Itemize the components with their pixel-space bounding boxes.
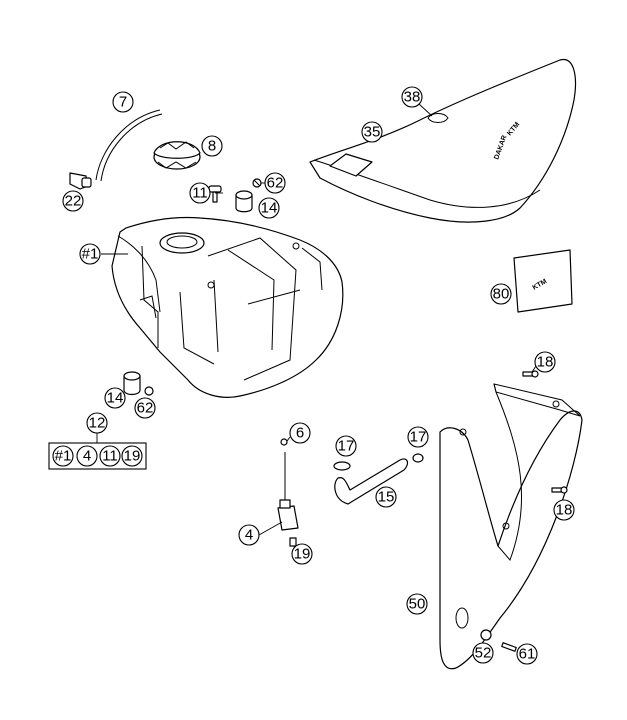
rubber-bushing-14-bottom bbox=[123, 371, 141, 396]
svg-text:18: 18 bbox=[537, 354, 554, 371]
svg-text:17: 17 bbox=[338, 438, 355, 455]
svg-text:12: 12 bbox=[89, 415, 106, 432]
svg-text:50: 50 bbox=[409, 596, 426, 613]
kit-12-item-1: #1 bbox=[52, 445, 74, 467]
svg-text:19: 19 bbox=[294, 546, 311, 563]
leader-lines bbox=[101, 103, 537, 554]
callout-1-tank: #1 bbox=[79, 243, 101, 265]
svg-text:7: 7 bbox=[119, 94, 127, 111]
callout-35: 35 bbox=[361, 121, 383, 143]
svg-text:14: 14 bbox=[107, 390, 124, 407]
callout-50: 50 bbox=[406, 593, 428, 615]
svg-text:#1: #1 bbox=[55, 448, 72, 465]
callout-61: 61 bbox=[516, 643, 538, 665]
screw-61 bbox=[501, 642, 517, 652]
svg-text:80: 80 bbox=[493, 286, 510, 303]
fuel-tap bbox=[277, 438, 299, 547]
screw-18-top bbox=[522, 370, 539, 378]
callout-52: 52 bbox=[472, 642, 494, 664]
svg-text:18: 18 bbox=[556, 502, 573, 519]
svg-text:6: 6 bbox=[296, 425, 304, 442]
callout-12: 12 bbox=[86, 412, 108, 434]
callout-62-bottom: 62 bbox=[134, 397, 156, 419]
svg-text:8: 8 bbox=[208, 138, 216, 155]
svg-text:22: 22 bbox=[65, 193, 82, 210]
fuel-tank bbox=[111, 216, 344, 398]
decal: KTM bbox=[513, 249, 573, 313]
seat: KTM DAKAR bbox=[309, 58, 577, 223]
kit-12-item-19: 19 bbox=[121, 445, 143, 467]
callout-19: 19 bbox=[291, 543, 313, 565]
callout-18-right: 18 bbox=[553, 499, 575, 521]
kit-12-item-4: 4 bbox=[76, 445, 98, 467]
svg-text:11: 11 bbox=[102, 448, 118, 465]
screw-11-top bbox=[208, 185, 222, 203]
svg-text:38: 38 bbox=[404, 89, 421, 106]
svg-text:61: 61 bbox=[519, 646, 536, 663]
callout-17-left: 17 bbox=[335, 435, 357, 457]
elbow-fitting bbox=[69, 172, 92, 190]
callout-14-bottom: 14 bbox=[104, 387, 126, 409]
svg-text:14: 14 bbox=[261, 200, 278, 217]
fuel-hose bbox=[334, 458, 409, 505]
kit-12-item-11: 11 bbox=[99, 445, 121, 467]
svg-text:52: 52 bbox=[475, 645, 492, 662]
svg-text:4: 4 bbox=[83, 448, 91, 465]
svg-text:62: 62 bbox=[137, 400, 154, 417]
callout-22: 22 bbox=[62, 190, 84, 212]
callout-8: 8 bbox=[201, 135, 223, 157]
svg-text:17: 17 bbox=[410, 429, 427, 446]
callout-11-top: 11 bbox=[189, 182, 211, 204]
svg-text:19: 19 bbox=[124, 448, 141, 465]
screw-62-bottom bbox=[144, 386, 154, 396]
screw-18-right bbox=[551, 486, 568, 494]
callout-18-top: 18 bbox=[534, 351, 556, 373]
fuel-cap bbox=[153, 141, 201, 170]
callout-4: 4 bbox=[238, 524, 260, 546]
svg-text:4: 4 bbox=[245, 527, 253, 544]
svg-text:#1: #1 bbox=[82, 246, 99, 263]
rubber-bushing-14-top bbox=[235, 190, 253, 213]
callout-7: 7 bbox=[112, 91, 134, 113]
nut-52 bbox=[480, 629, 492, 641]
svg-text:35: 35 bbox=[364, 124, 381, 141]
screw-62-top bbox=[252, 178, 262, 188]
callout-17-right: 17 bbox=[407, 426, 429, 448]
svg-text:62: 62 bbox=[267, 175, 284, 192]
svg-text:11: 11 bbox=[192, 185, 208, 202]
hose-clamp-right bbox=[412, 453, 424, 463]
callout-38: 38 bbox=[401, 86, 423, 108]
callout-6: 6 bbox=[289, 422, 311, 444]
callout-14-top: 14 bbox=[258, 197, 280, 219]
side-cover bbox=[439, 383, 583, 670]
callout-80: 80 bbox=[490, 283, 512, 305]
fuel-breather-hose bbox=[95, 109, 163, 182]
callout-15: 15 bbox=[375, 486, 397, 508]
callout-62-top: 62 bbox=[264, 172, 286, 194]
hose-clamp-left bbox=[333, 461, 351, 471]
svg-text:15: 15 bbox=[378, 489, 395, 506]
